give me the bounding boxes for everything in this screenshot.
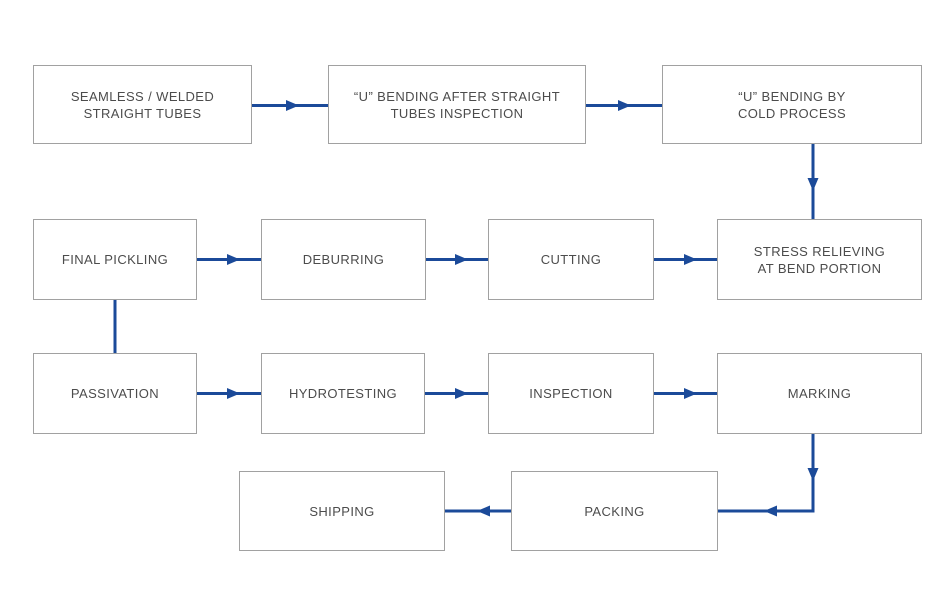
node-label: PASSIVATION bbox=[70, 386, 160, 401]
node-label: INSPECTION bbox=[529, 386, 613, 401]
node-label: PACKING bbox=[584, 503, 645, 519]
arrow-marking-to-packing bbox=[718, 434, 819, 517]
node-u-bending-after-straight-tubes-inspection: “U” BENDING AFTER STRAIGHT TUBES INSPECT… bbox=[328, 65, 586, 144]
node-label: FINAL PICKLING bbox=[61, 252, 169, 267]
arrow-u-bending-inspection-to-cold-process bbox=[586, 100, 662, 111]
arrow-inspection-to-marking bbox=[654, 388, 717, 399]
arrow-packing-to-shipping bbox=[445, 505, 511, 517]
node-passivation: PASSIVATION bbox=[33, 353, 197, 434]
node-label: HYDROTESTING bbox=[288, 386, 398, 401]
node-label: “U” BENDING AFTER STRAIGHT TUBES INSPECT… bbox=[353, 88, 561, 121]
arrow-seamless-to-u-bending-inspection bbox=[252, 100, 328, 111]
node-label: “U” BENDING BY COLD PROCESS bbox=[737, 88, 847, 121]
node-cutting: CUTTING bbox=[488, 219, 654, 300]
node-label: CUTTING bbox=[540, 252, 602, 267]
node-hydrotesting: HYDROTESTING bbox=[261, 353, 425, 434]
node-inspection: INSPECTION bbox=[488, 353, 654, 434]
arrow-final-pickling-to-deburring bbox=[197, 254, 261, 265]
node-marking: MARKING bbox=[717, 353, 922, 434]
node-label: DEBURRING bbox=[302, 252, 385, 267]
arrow-deburring-to-cutting bbox=[426, 254, 488, 265]
node-label: STRESS RELIEVING AT BEND PORTION bbox=[753, 243, 886, 276]
node-packing: PACKING bbox=[511, 471, 718, 551]
node-shipping: SHIPPING bbox=[239, 471, 445, 551]
node-label: SHIPPING bbox=[309, 503, 375, 519]
node-seamless-welded-straight-tubes: SEAMLESS / WELDED STRAIGHT TUBES bbox=[33, 65, 252, 144]
node-stress-relieving-at-bend-portion: STRESS RELIEVING AT BEND PORTION bbox=[717, 219, 922, 300]
node-deburring: DEBURRING bbox=[261, 219, 426, 300]
node-u-bending-by-cold-process: “U” BENDING BY COLD PROCESS bbox=[662, 65, 922, 144]
arrow-cutting-to-stress-relieving bbox=[654, 254, 717, 265]
arrow-cold-process-to-stress-relieving bbox=[807, 144, 819, 219]
arrow-passivation-to-hydrotesting bbox=[197, 388, 261, 399]
node-label: MARKING bbox=[787, 386, 852, 401]
node-label: SEAMLESS / WELDED STRAIGHT TUBES bbox=[70, 88, 215, 121]
arrow-hydrotesting-to-inspection bbox=[425, 388, 488, 399]
node-final-pickling: FINAL PICKLING bbox=[33, 219, 197, 300]
